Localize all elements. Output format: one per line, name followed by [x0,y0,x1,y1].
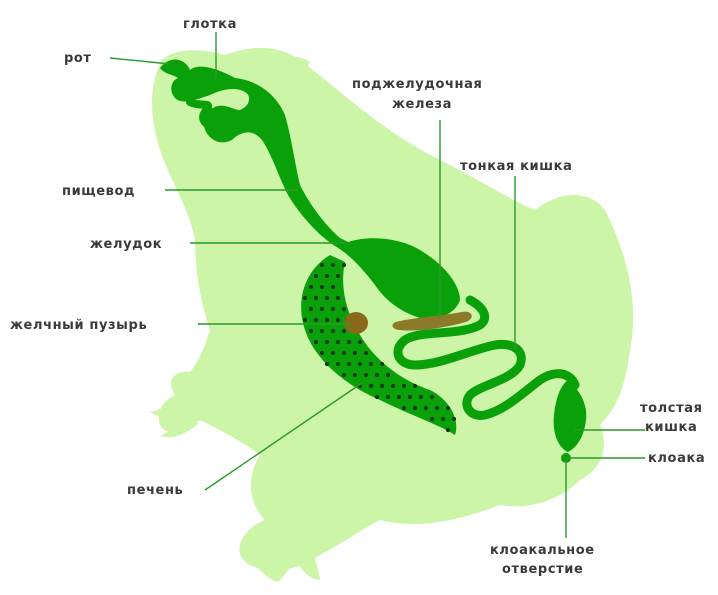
label-esophagus: пищевод [62,184,135,199]
liver-dot [331,351,335,355]
liver-dot [331,285,335,289]
liver-dot [347,340,351,344]
label-pancreas-line1: поджелудочная [352,77,482,92]
liver-dot [413,384,417,388]
liver-dot [441,417,445,421]
liver-dot [336,340,340,344]
leader-mouth [110,58,170,64]
liver-dot [375,395,379,399]
liver-dot [336,274,340,278]
gallbladder [344,312,368,334]
liver-dot [336,296,340,300]
liver-dot [452,417,456,421]
liver-dot [358,340,362,344]
liver-dot [358,362,362,366]
liver-dot [369,384,373,388]
liver-dot [314,340,318,344]
liver-dot [413,406,417,410]
liver-dot [408,395,412,399]
liver-dot [430,417,434,421]
liver-dot [325,318,329,322]
liver-dot [380,362,384,366]
liver-dot [386,395,390,399]
label-cloaca: клоака [648,451,705,466]
liver-dot [380,384,384,388]
liver-dot [342,329,346,333]
label-stomach: желудок [90,237,162,252]
liver-dot [391,384,395,388]
label-cloacal-opening-line1: клоакальное [490,543,595,558]
liver-dot [369,362,373,366]
liver-dot [314,318,318,322]
liver-dot [353,373,357,377]
liver-dot [364,373,368,377]
liver-dot [320,285,324,289]
liver-dot [309,285,313,289]
label-large-intestine-line1: толстая [640,401,703,416]
liver-dot [435,406,439,410]
liver-dot [446,406,450,410]
liver-dot [320,263,324,267]
label-large-intestine-line2: кишка [645,420,697,435]
liver-dot [347,362,351,366]
liver-dot [320,307,324,311]
label-small-intestine: тонкая кишка [460,159,572,174]
liver-dot [325,340,329,344]
liver-dot [402,406,406,410]
liver-dot [331,307,335,311]
liver-dot [303,296,307,300]
liver-dot [419,395,423,399]
label-mouth: рот [64,51,92,66]
liver-dot [309,307,313,311]
liver-dot [375,373,379,377]
liver-dot [325,274,329,278]
label-liver: печень [127,483,183,498]
liver-dot [430,395,434,399]
liver-dot [424,406,428,410]
liver-dot [402,384,406,388]
liver-dot [320,329,324,333]
liver-dot [342,263,346,267]
liver-dot [325,362,329,366]
label-pancreas-line2: железа [392,97,452,112]
liver-dot [446,428,450,432]
liver-dot [364,351,368,355]
liver-dot [342,373,346,377]
liver-dot [386,373,390,377]
liver-dot [314,296,318,300]
liver-dot [336,362,340,366]
liver-dot [342,307,346,311]
liver-dot [314,274,318,278]
liver-dot [353,351,357,355]
label-cloacal-opening-line2: отверстие [502,562,583,577]
liver-dot [303,318,307,322]
liver-dot [320,351,324,355]
label-gallbladder: желчный пузырь [10,318,147,333]
label-pharynx: глотка [183,17,237,32]
liver-dot [331,329,335,333]
liver-dot [325,296,329,300]
liver-dot [342,351,346,355]
liver-dot [397,395,401,399]
liver-dot [309,329,313,333]
liver-dot [336,318,340,322]
liver-dot [331,263,335,267]
